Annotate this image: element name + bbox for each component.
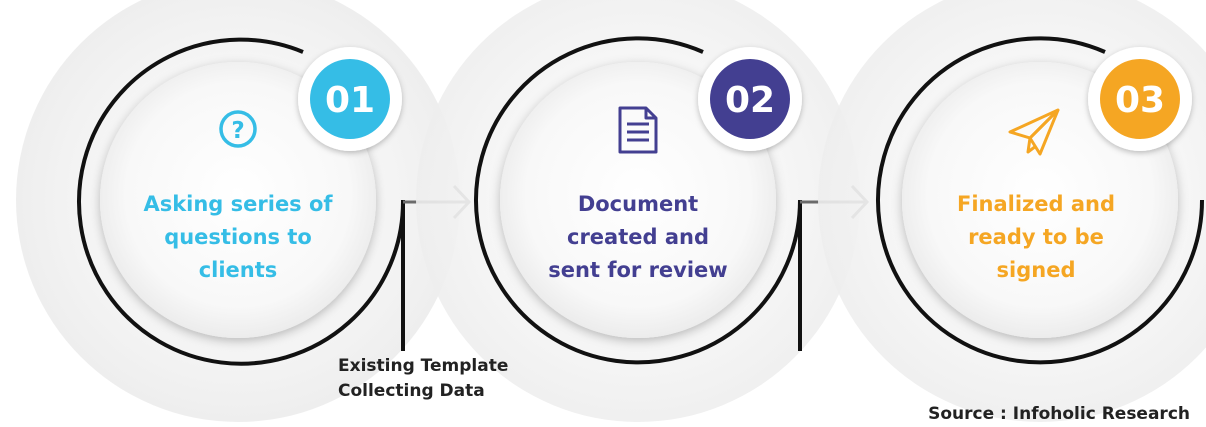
step-1-line-2: questions to bbox=[164, 225, 312, 249]
step-3-line-2: ready to be bbox=[968, 225, 1104, 249]
step-1-line-3: clients bbox=[198, 258, 278, 282]
svg-text:?: ? bbox=[231, 118, 244, 144]
step-2-line-1: Document bbox=[577, 192, 699, 216]
step-1: 01 ? bbox=[16, 0, 460, 422]
question-icon: ? bbox=[219, 110, 257, 148]
step-2-description: Document created and sent for review bbox=[518, 188, 758, 287]
step-1-disc bbox=[100, 62, 376, 338]
paper-plane-icon bbox=[1008, 108, 1060, 156]
step-3-number: 03 bbox=[1115, 80, 1165, 121]
step-1-number: 01 bbox=[325, 80, 375, 121]
step-3-ring bbox=[876, 36, 1204, 365]
caption-line-1: Existing Template bbox=[338, 356, 509, 376]
step-3-line-1: Finalized and bbox=[956, 192, 1116, 216]
step-2-badge bbox=[710, 59, 790, 139]
step-2-ring bbox=[474, 36, 802, 365]
caption-line-2: Collecting Data bbox=[338, 381, 485, 401]
step-3-badge bbox=[1100, 59, 1180, 139]
step-3-description: Finalized and ready to be signed bbox=[916, 188, 1156, 287]
step-3: 03 bbox=[818, 0, 1206, 422]
step-1-badge bbox=[310, 59, 390, 139]
step-3-line-3: signed bbox=[996, 258, 1076, 282]
step-1-ring bbox=[77, 37, 406, 366]
step-2: 02 bbox=[416, 0, 860, 422]
step-2-line-3: sent for review bbox=[548, 258, 728, 282]
step-2-disc bbox=[500, 62, 776, 338]
document-icon bbox=[618, 106, 658, 154]
step-2-number: 02 bbox=[725, 80, 775, 121]
step-1-description: Asking series of questions to clients bbox=[118, 188, 358, 287]
template-caption: Existing Template Collecting Data bbox=[338, 354, 508, 404]
step-1-line-1: Asking series of bbox=[143, 192, 333, 216]
step-2-line-2: created and bbox=[567, 225, 709, 249]
source-note: Source : Infoholic Research bbox=[928, 404, 1190, 424]
